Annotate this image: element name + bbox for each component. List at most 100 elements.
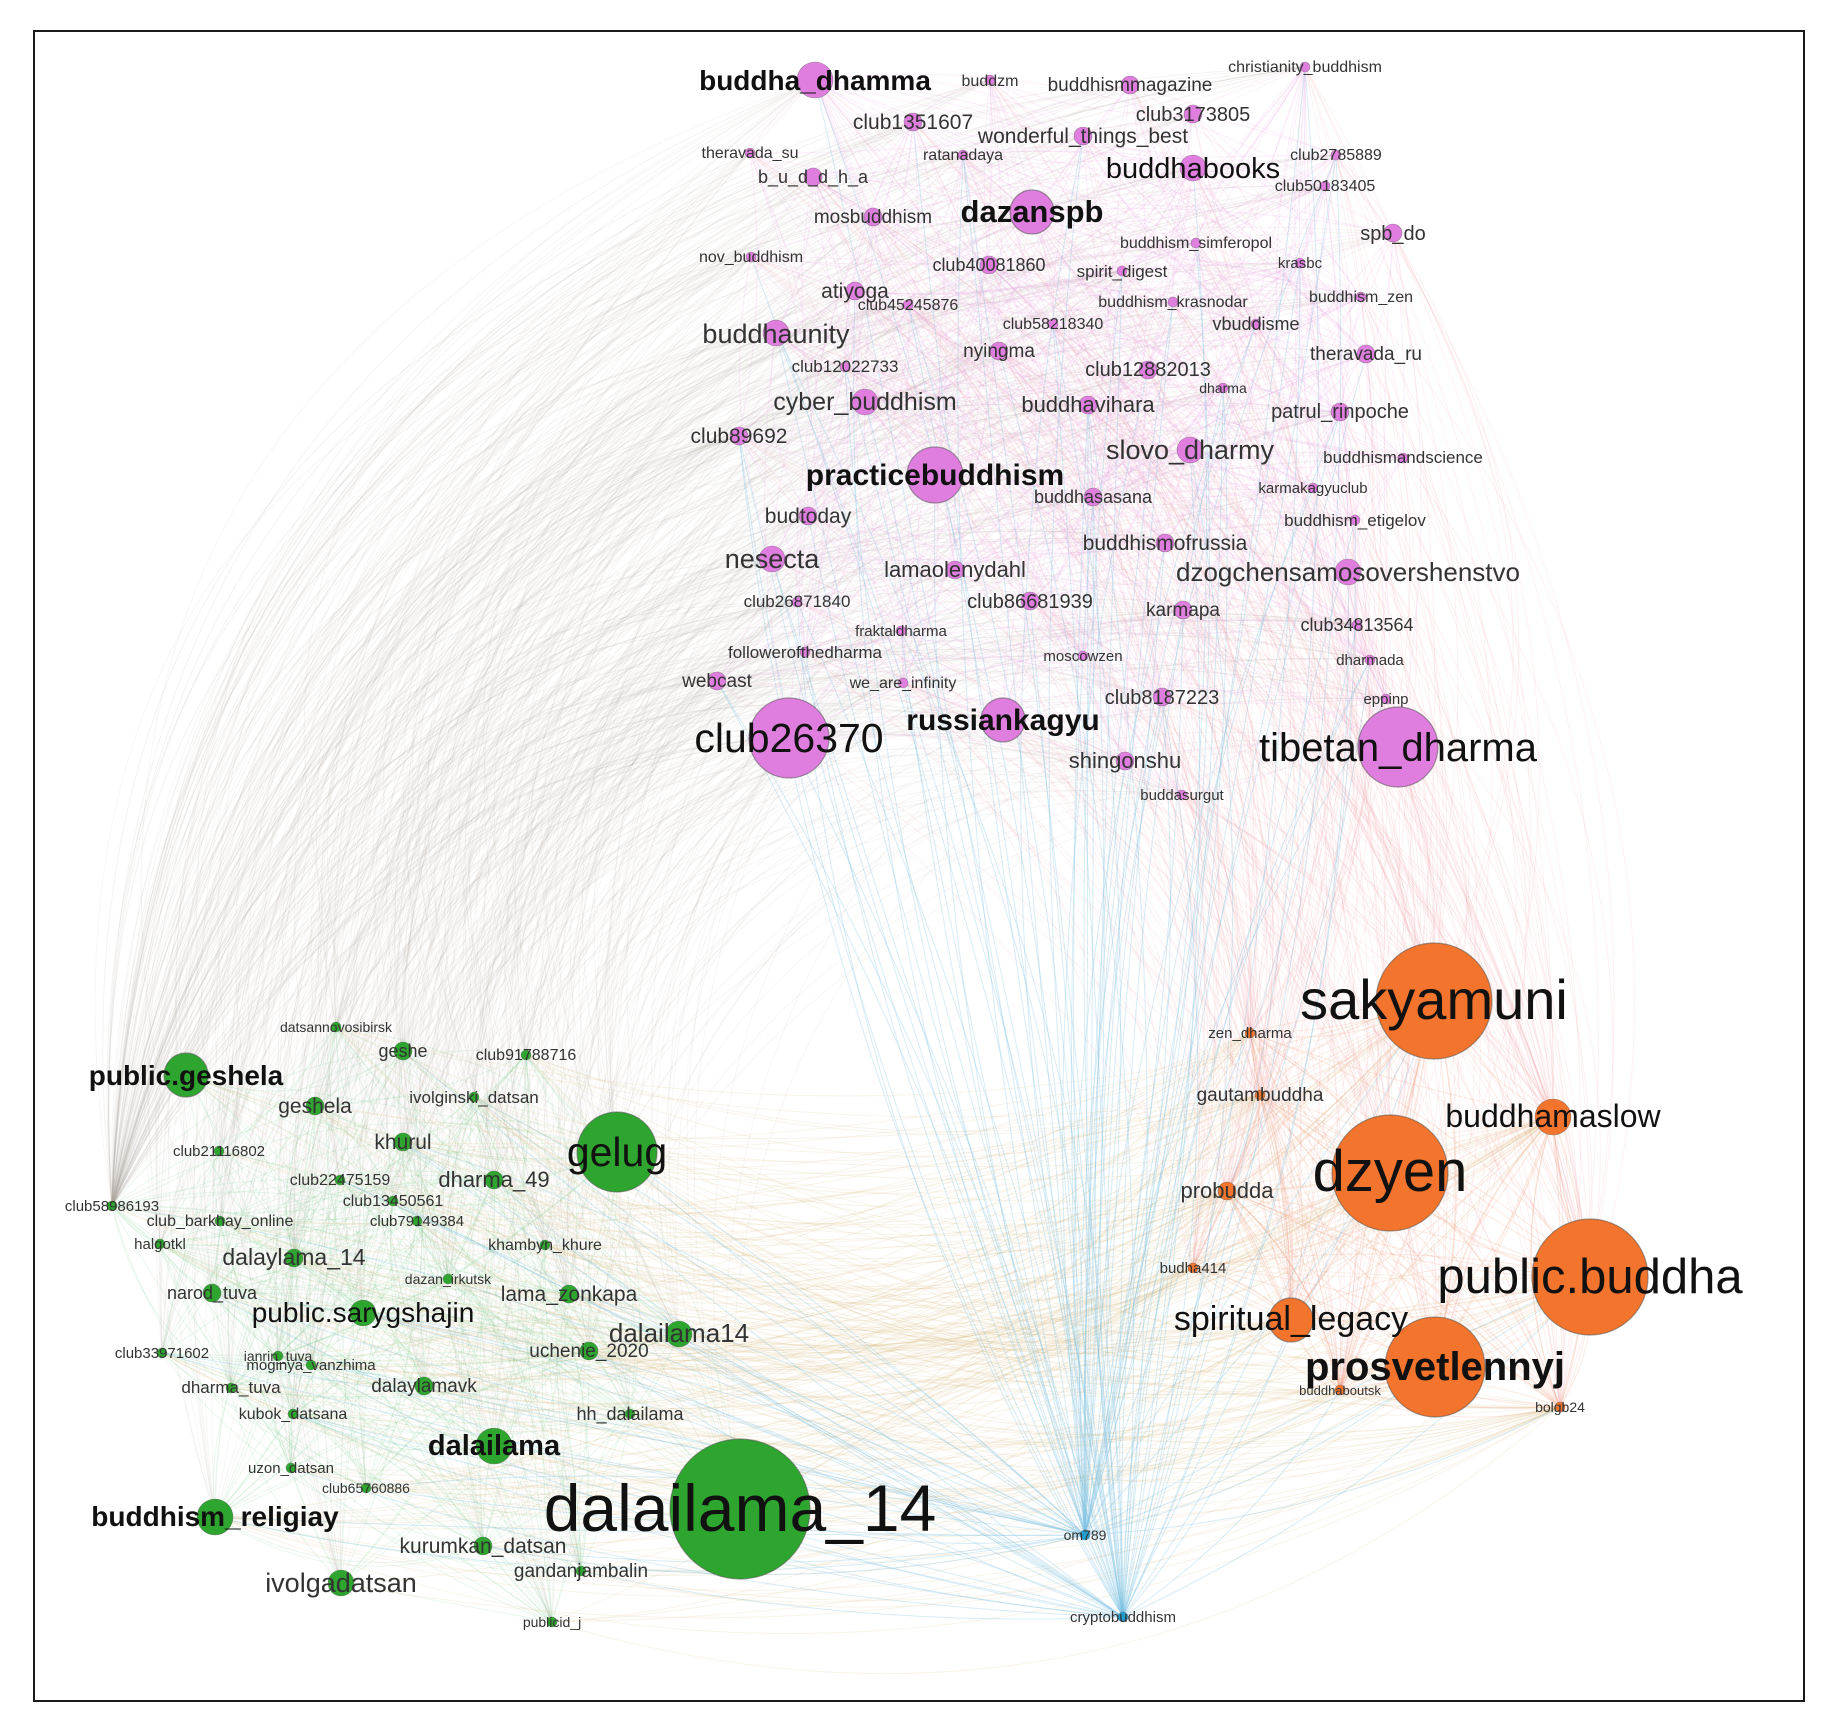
edge	[211, 1292, 582, 1572]
edge	[902, 571, 1349, 684]
edge	[1084, 624, 1358, 1536]
edge	[738, 435, 1031, 602]
edge	[339, 1179, 449, 1280]
edge	[155, 264, 990, 1354]
edge	[572, 737, 790, 1352]
edge	[402, 152, 751, 1295]
edge	[1259, 1094, 1292, 1321]
edge	[159, 1220, 418, 1245]
edge	[482, 1413, 631, 1547]
edge	[812, 84, 1131, 178]
edge	[392, 617, 1371, 1202]
edge	[290, 1172, 1391, 1471]
node-club34813564	[1351, 619, 1363, 631]
label-hh_dalailama: hh_dalailama	[576, 1404, 684, 1425]
edge	[1257, 1094, 1341, 1391]
edge	[844, 366, 1404, 470]
edge	[1084, 659, 1371, 1536]
edge	[796, 601, 1126, 762]
edge	[218, 693, 1126, 1152]
label-buddha_dhamma: buddha_dhamma	[699, 65, 931, 96]
edge	[537, 323, 1257, 1246]
label-lama_zonkapa: lama_zonkapa	[501, 1283, 638, 1306]
edge	[804, 304, 910, 653]
edge	[314, 1105, 618, 1160]
edge	[540, 366, 846, 1415]
edge	[804, 651, 1126, 762]
edge	[814, 79, 1126, 762]
edge	[292, 411, 1341, 1415]
edge	[214, 1141, 404, 1518]
edge	[775, 332, 1124, 1618]
edge	[716, 290, 856, 682]
label-public.sarygshajin: public.sarygshajin	[252, 1297, 475, 1328]
edges-layer	[94, 66, 1635, 1675]
node-vbuddisme	[1250, 318, 1262, 330]
edge	[962, 154, 1086, 1536]
edge	[579, 304, 909, 1415]
edge	[1339, 746, 1444, 1391]
edge	[219, 1220, 1292, 1383]
edge	[293, 1257, 1194, 1305]
edge	[597, 651, 806, 1335]
edge	[482, 1190, 1228, 1547]
edge	[1029, 242, 1197, 602]
edge	[1112, 270, 1166, 544]
edge	[1122, 411, 1341, 1618]
edge	[775, 332, 1314, 491]
label-buddhism_simferopol: buddhism_simferopol	[1120, 235, 1272, 252]
edge	[796, 601, 904, 684]
edge	[478, 242, 1197, 1447]
edge	[1084, 1000, 1435, 1536]
edge	[159, 1243, 570, 1295]
edge	[788, 659, 1371, 739]
edge	[902, 411, 1341, 684]
edge	[335, 680, 904, 1028]
edge	[788, 296, 1362, 739]
edge	[185, 1074, 741, 1510]
edge	[377, 601, 798, 1202]
label-spiritual_legacy: spiritual_legacy	[1174, 1300, 1408, 1338]
edge	[788, 619, 1358, 739]
edge	[339, 1050, 404, 1181]
edge	[276, 1257, 295, 1415]
edge	[215, 1220, 342, 1584]
edge	[629, 1190, 1228, 1415]
edge	[214, 1220, 418, 1518]
edge	[447, 1278, 582, 1572]
edge	[111, 626, 902, 1207]
edge	[493, 739, 1399, 1447]
edge	[749, 152, 1206, 1269]
edge	[111, 411, 1341, 1207]
edge	[293, 1000, 1435, 1301]
edge	[416, 1220, 570, 1295]
edge	[290, 332, 777, 1584]
edge	[1192, 167, 1326, 187]
node-club58218340	[1047, 318, 1059, 330]
edge	[493, 411, 1341, 1181]
edge	[812, 176, 866, 403]
edge	[293, 1257, 590, 1352]
edge	[277, 1355, 631, 1423]
edge	[1222, 387, 1356, 1391]
edge	[962, 154, 1591, 1278]
edge	[482, 1545, 553, 1623]
edge	[989, 79, 1292, 1321]
edge	[1129, 84, 1367, 355]
edge	[262, 79, 816, 1357]
edge	[185, 1074, 1436, 1374]
edge	[912, 121, 1358, 626]
edge	[564, 270, 1123, 1352]
edge	[211, 66, 1306, 1294]
edge	[185, 433, 1191, 1076]
node-ivolgadatsan	[327, 1569, 355, 1597]
edge	[111, 84, 1131, 1207]
edge	[218, 226, 1394, 1152]
edge	[1092, 242, 1197, 498]
edge	[292, 113, 1194, 1415]
edge	[957, 154, 1086, 1536]
edge	[219, 1220, 741, 1510]
label-khambyn_khure: khambyn_khure	[488, 1237, 602, 1254]
edge	[1249, 1032, 1561, 1408]
edge	[363, 1054, 527, 1489]
